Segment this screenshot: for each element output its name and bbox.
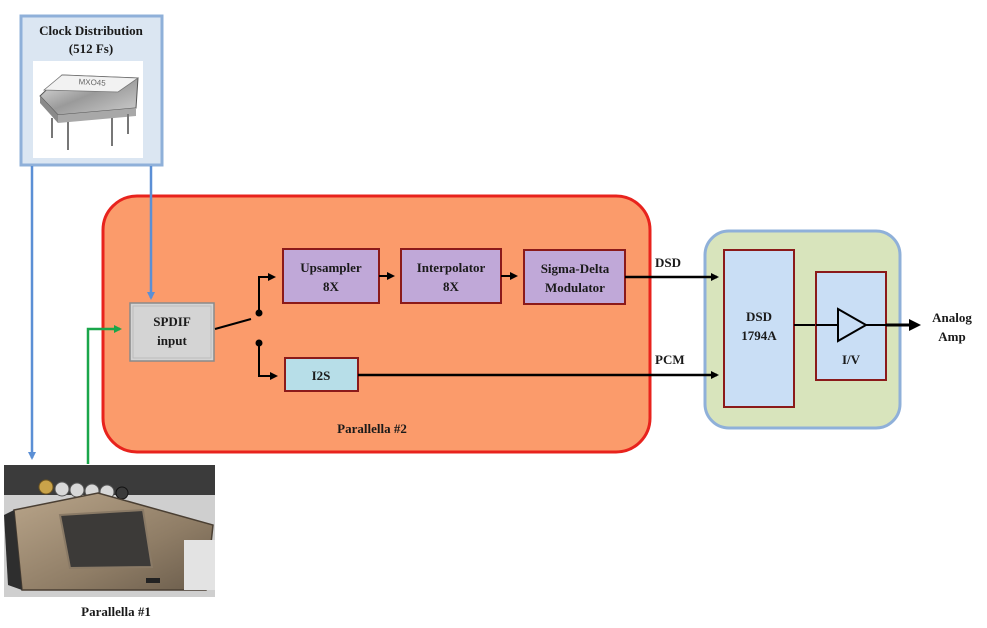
output-label-line1: Analog (932, 310, 972, 325)
spdif-label-line2: input (157, 333, 187, 348)
sigma-delta-label-line2: Modulator (545, 280, 605, 295)
i2s-block: I2S (284, 357, 359, 392)
iv-stage-block: I/V (815, 271, 887, 381)
interpolator-block: Interpolator 8X (400, 248, 502, 304)
upsampler-label-line1: Upsampler (300, 260, 362, 275)
parallella1-label: Parallella #1 (81, 604, 151, 619)
spdif-label-line1: SPDIF (153, 314, 191, 329)
clock-title: Clock Distribution (39, 23, 143, 38)
parallella1-photo (4, 465, 215, 597)
pcm-signal-label: PCM (655, 352, 685, 367)
parallella2-label: Parallella #2 (337, 421, 407, 436)
upsampler-block: Upsampler 8X (282, 248, 380, 304)
interpolator-label-line2: 8X (443, 279, 460, 294)
dsd-signal-label: DSD (655, 255, 681, 270)
signal-switch (214, 273, 278, 380)
i2s-label: I2S (312, 368, 331, 383)
dac-label-line2: 1794A (741, 328, 777, 343)
parallella2-container (101, 194, 652, 454)
interpolator-label-line1: Interpolator (417, 260, 486, 275)
dac-label-line1: DSD (746, 309, 772, 324)
chip-marking: MXO45 (78, 77, 106, 87)
clock-distribution-box: Clock Distribution (512 Fs) MXO45 (19, 14, 164, 167)
parallella1-to-spdif-line (86, 325, 122, 464)
sigma-delta-label-line1: Sigma-Delta (541, 261, 610, 276)
clock-subtitle: (512 Fs) (69, 41, 113, 56)
output-label-line2: Amp (938, 329, 965, 344)
crystal-oscillator-image: MXO45 (33, 61, 143, 158)
iv-label: I/V (842, 352, 861, 367)
spdif-input-block: SPDIF input (129, 302, 215, 362)
amplifier-triangle-icon (837, 307, 869, 343)
upsampler-label-line2: 8X (323, 279, 340, 294)
dac-1794a-block: DSD 1794A (723, 249, 795, 408)
sigma-delta-modulator-block: Sigma-Delta Modulator (523, 249, 626, 305)
